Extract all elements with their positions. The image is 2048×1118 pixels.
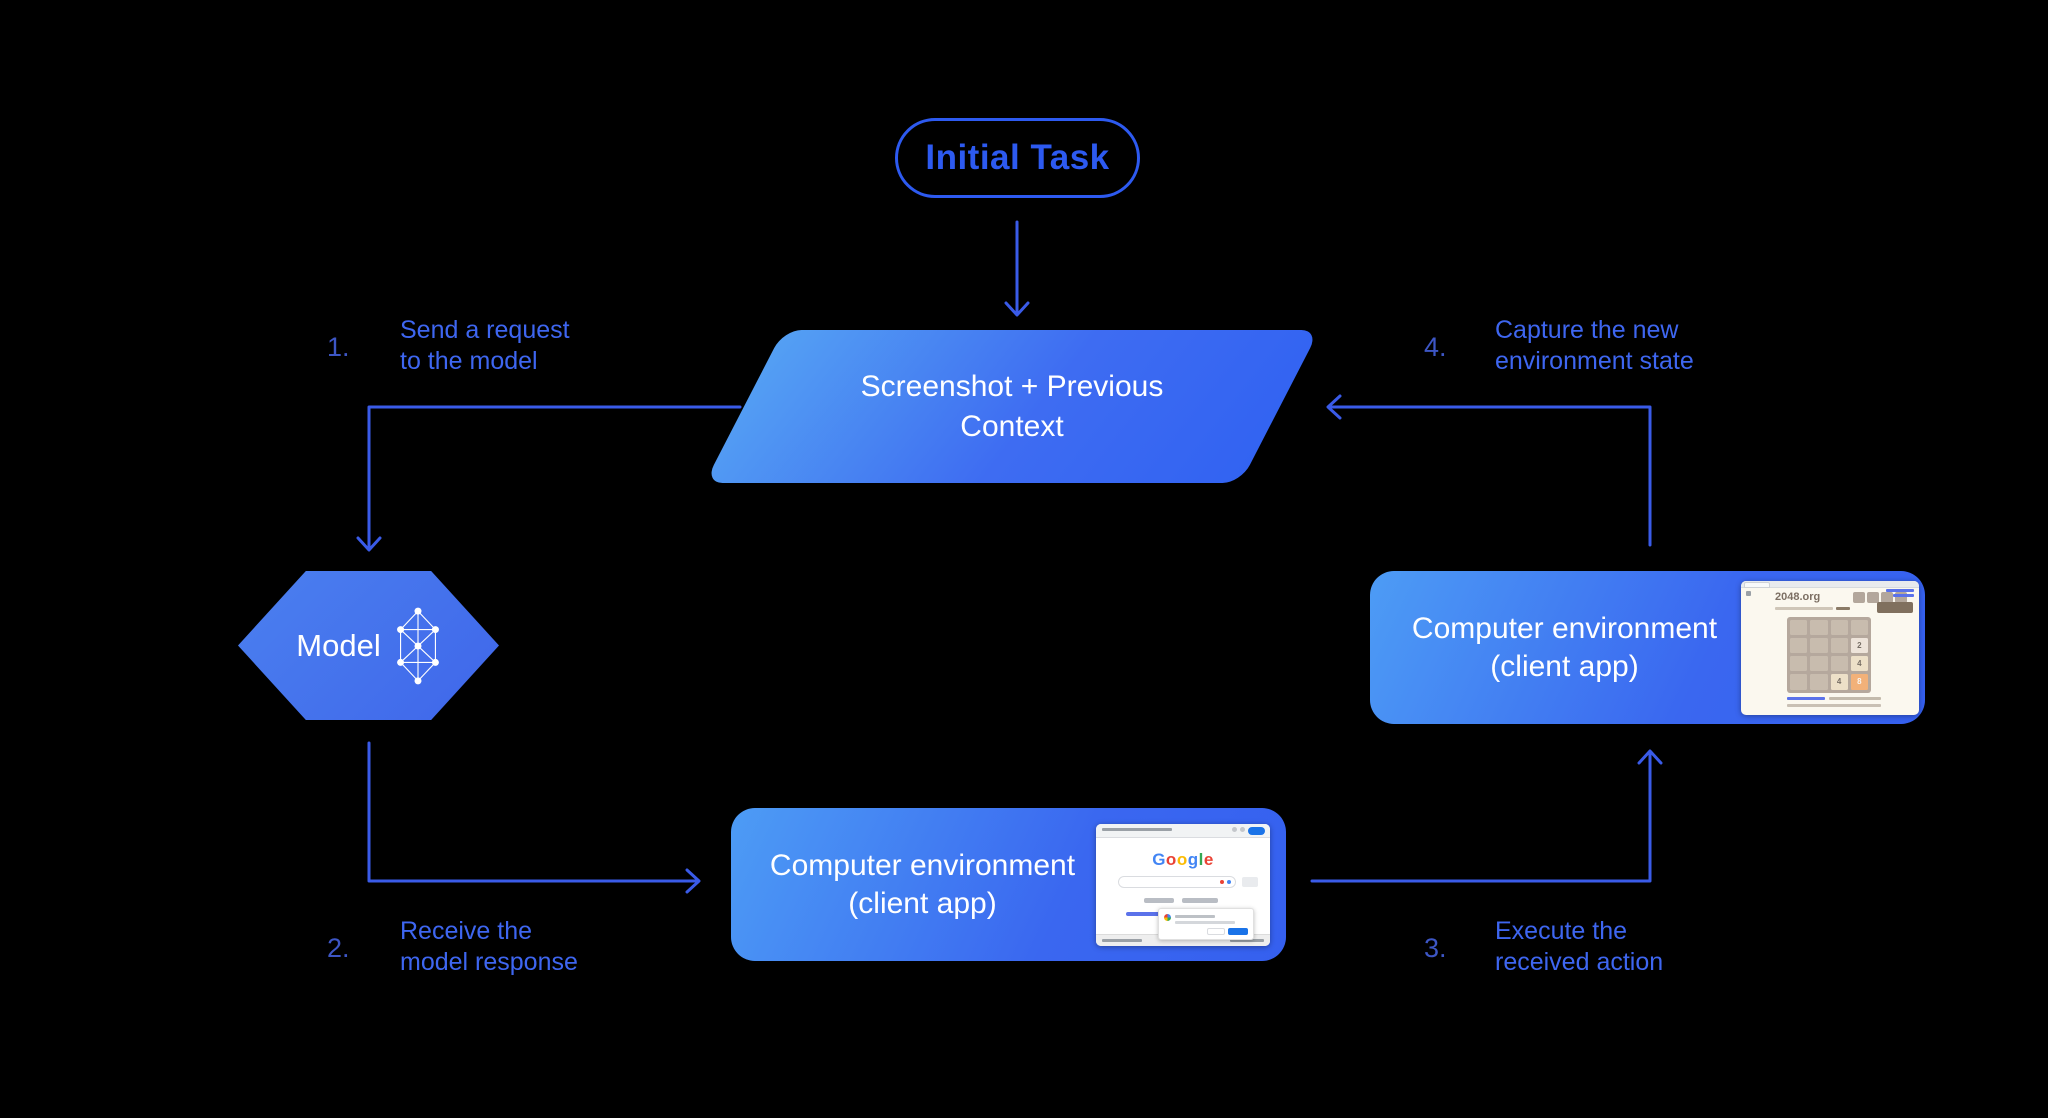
cookie-dialog xyxy=(1158,907,1254,940)
arrow-context-to-model xyxy=(367,405,742,549)
initial-task-node: Initial Task xyxy=(895,118,1140,198)
browser-chrome xyxy=(1096,823,1270,838)
grid-cell xyxy=(1790,637,1808,653)
step-3-label: Execute the received action xyxy=(1495,916,1663,978)
top-link xyxy=(1886,588,1914,592)
grid-cell xyxy=(1790,656,1808,672)
google-screenshot-thumbnail: Google xyxy=(1096,823,1270,946)
profile-icon xyxy=(1232,826,1237,832)
neural-network-icon xyxy=(396,607,439,684)
step-1-line1: Send a request xyxy=(400,316,570,344)
subtitle-text-bold xyxy=(1836,606,1850,610)
keyboard-icon xyxy=(1220,879,1224,884)
subtitle-text xyxy=(1775,606,1833,610)
cookie-settings-button xyxy=(1207,927,1225,935)
step-4-line1: Capture the new xyxy=(1495,316,1679,344)
cookie-text-line xyxy=(1175,920,1235,924)
feeling-lucky-button xyxy=(1182,897,1218,903)
step-4-line2: environment state xyxy=(1495,347,1694,375)
grid-cell xyxy=(1830,619,1848,635)
tile-4: 4 xyxy=(1850,656,1868,672)
arrow-context-to-model-head xyxy=(356,536,382,552)
grid-cell xyxy=(1790,619,1808,635)
grid-cell xyxy=(1810,674,1828,690)
google-g-icon xyxy=(1164,913,1171,921)
tile-2: 2 xyxy=(1850,637,1868,653)
step-1-number: 1. xyxy=(327,332,350,362)
screenshot-context-label: Screenshot + Previous Context xyxy=(744,330,1280,483)
model-label: Model xyxy=(296,627,381,663)
apps-icon xyxy=(1240,826,1245,832)
logo-letter: e xyxy=(1203,849,1214,869)
bottom-text xyxy=(1829,696,1881,700)
step-1-label: Send a request to the model xyxy=(400,315,570,377)
initial-task-label: Initial Task xyxy=(925,138,1110,177)
mic-icon xyxy=(1227,879,1231,884)
game-title: 2048.org xyxy=(1775,590,1821,603)
arrow-env-to-context-head xyxy=(1326,394,1342,420)
browser-tab xyxy=(1744,581,1770,588)
grid-cell xyxy=(1810,619,1828,635)
env-right-line1: Computer environment xyxy=(1411,611,1718,645)
new-game-button xyxy=(1877,601,1913,613)
arrow-env-to-context xyxy=(1327,405,1652,547)
arrow-env-to-env xyxy=(1310,750,1652,883)
env-right-node: Computer environment (client app) 2048.o… xyxy=(1370,571,1925,724)
signin-button xyxy=(1248,826,1265,835)
browser-chrome xyxy=(1741,580,1919,588)
env-bottom-node: Computer environment (client app) Google xyxy=(731,808,1286,961)
grid-cell xyxy=(1830,656,1848,672)
env-bottom-line1: Computer environment xyxy=(769,848,1076,882)
arrow-model-to-env-head xyxy=(685,868,701,894)
logo-letter: o xyxy=(1176,849,1188,869)
google-logo: Google xyxy=(1096,850,1270,870)
bottom-link xyxy=(1787,696,1825,700)
arrow-env-to-env-head xyxy=(1637,749,1663,765)
tile-8: 8 xyxy=(1850,674,1868,690)
step-4-label: Capture the new environment state xyxy=(1495,315,1694,377)
step-2-line2: model response xyxy=(400,948,578,976)
arrow-task-to-context-head xyxy=(1004,301,1030,317)
footer-links-right xyxy=(1230,938,1264,942)
logo-letter: l xyxy=(1198,849,1204,869)
grid-cell xyxy=(1810,637,1828,653)
step-2-label: Receive the model response xyxy=(400,916,578,978)
grid-cell xyxy=(1850,619,1868,635)
env-right-line2: (client app) xyxy=(1490,649,1639,683)
cookie-agree-button xyxy=(1228,927,1248,935)
step-3-line1: Execute the xyxy=(1495,917,1628,945)
footer-links-left xyxy=(1102,938,1142,942)
step-3-line2: received action xyxy=(1495,948,1664,976)
google-search-button xyxy=(1144,897,1174,903)
search-side-button xyxy=(1242,876,1258,887)
env-bottom-label: Computer environment (client app) xyxy=(731,847,1096,923)
game-2048-screenshot-thumbnail: 2048.org 2 4 4 xyxy=(1741,580,1919,715)
address-bar xyxy=(1102,827,1172,831)
logo-letter: g xyxy=(1187,849,1199,869)
game-grid: 2 4 4 8 xyxy=(1787,616,1871,693)
env-right-label: Computer environment (client app) xyxy=(1370,610,1741,686)
logo-letter: o xyxy=(1165,849,1177,869)
step-3-number: 3. xyxy=(1424,933,1447,963)
grid-cell xyxy=(1830,637,1848,653)
step-1-line2: to the model xyxy=(400,347,538,375)
score-boxes xyxy=(1853,591,1907,603)
favicon xyxy=(1746,590,1751,596)
grid-cell xyxy=(1790,674,1808,690)
cookie-text-line xyxy=(1175,914,1215,918)
bottom-text xyxy=(1787,703,1881,707)
logo-letter: G xyxy=(1152,849,1166,869)
top-link xyxy=(1893,593,1914,597)
search-box xyxy=(1118,875,1236,888)
grid-cell xyxy=(1810,656,1828,672)
screenshot-context-line2: Context xyxy=(960,409,1064,443)
step-2-number: 2. xyxy=(327,933,350,963)
step-2-line1: Receive the xyxy=(400,917,533,945)
screenshot-context-line1: Screenshot + Previous xyxy=(860,369,1164,403)
arrow-model-to-env xyxy=(367,741,698,883)
step-4-number: 4. xyxy=(1424,332,1447,362)
tile-4: 4 xyxy=(1830,674,1848,690)
env-bottom-line2: (client app) xyxy=(848,886,997,920)
